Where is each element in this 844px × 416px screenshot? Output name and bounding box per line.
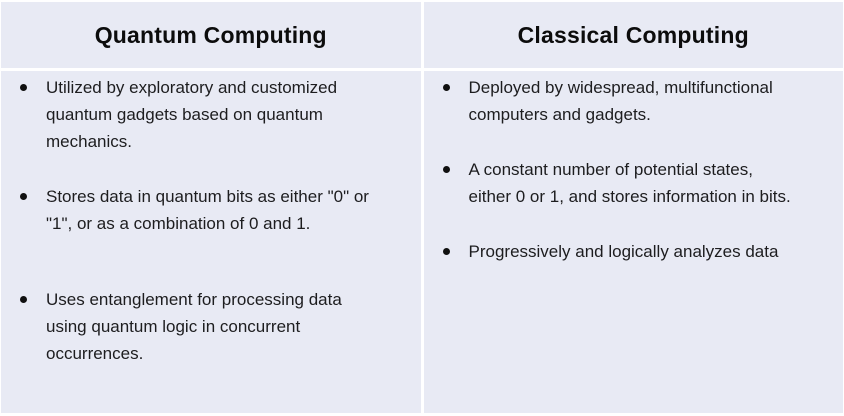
list-item-text: Progressively and logically analyzes dat… — [468, 242, 779, 261]
classical-header-cell: Classical Computing — [423, 2, 843, 68]
bullet-icon — [20, 183, 46, 237]
list-item-text: Stores data in quantum bits as either "0… — [46, 187, 369, 233]
list-item: A constant number of potential states, e… — [442, 156, 836, 210]
quantum-header-cell: Quantum Computing — [1, 2, 421, 68]
list-item: Progressively and logically analyzes dat… — [442, 238, 836, 265]
bullet-icon — [442, 74, 469, 128]
classical-column-title: Classical Computing — [517, 21, 749, 48]
list-item-text: Uses entanglement for processing data us… — [46, 290, 342, 363]
list-item: Stores data in quantum bits as either "0… — [20, 183, 413, 237]
list-item-text: Utilized by exploratory and customized q… — [46, 78, 338, 151]
list-item: Deployed by widespread, multifunctional … — [442, 74, 836, 128]
bullet-icon — [442, 238, 469, 265]
bullet-icon — [20, 286, 46, 367]
quantum-column-title: Quantum Computing — [94, 21, 327, 48]
list-item: Utilized by exploratory and customized q… — [20, 74, 413, 155]
classical-body-cell: Deployed by widespread, multifunctional … — [423, 71, 843, 413]
quantum-body-cell: Utilized by exploratory and customized q… — [1, 71, 421, 413]
quantum-bullet-list: Utilized by exploratory and customized q… — [20, 74, 413, 367]
list-item-text: Deployed by widespread, multifunctional … — [468, 78, 773, 124]
bullet-icon — [442, 156, 469, 210]
bullet-icon — [20, 74, 46, 155]
classical-bullet-list: Deployed by widespread, multifunctional … — [442, 74, 836, 265]
list-item-text: A constant number of potential states, e… — [468, 160, 791, 206]
list-item: Uses entanglement for processing data us… — [20, 286, 413, 367]
